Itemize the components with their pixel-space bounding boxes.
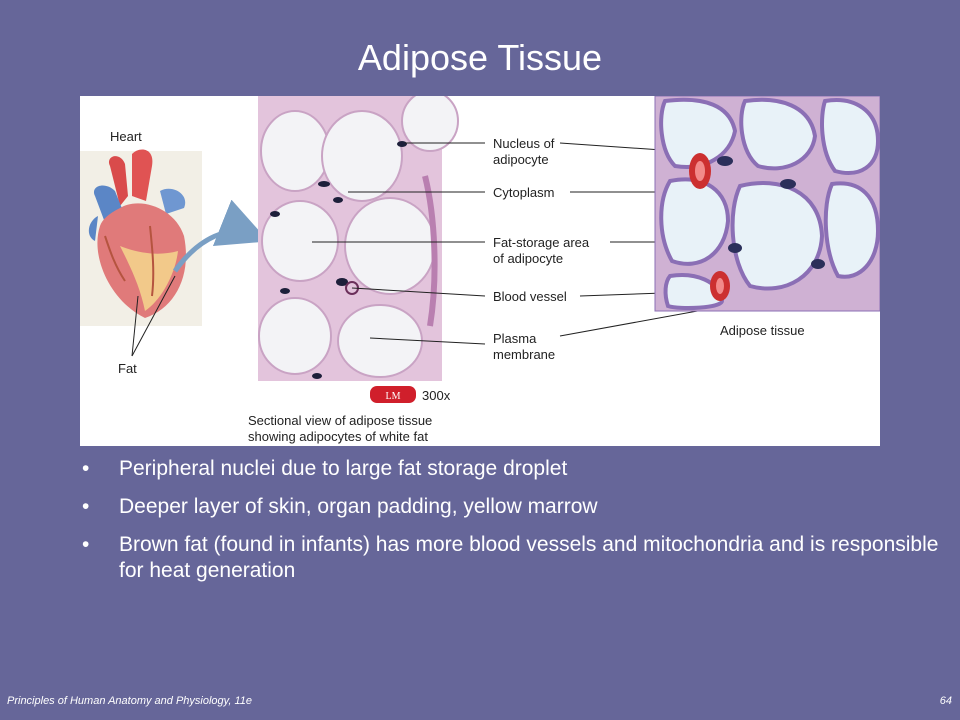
bullet-text: Brown fat (found in infants) has more bl… <box>119 533 939 582</box>
adipose-diagram <box>654 96 880 312</box>
bullet-item: • Peripheral nuclei due to large fat sto… <box>82 456 952 482</box>
slide-title: Adipose Tissue <box>357 37 603 78</box>
bullet-text: Deeper layer of skin, organ padding, yel… <box>119 495 598 518</box>
bullet-list: • Peripheral nuclei due to large fat sto… <box>82 456 952 596</box>
label-fat-storage: Fat-storage area of adipocyte <box>493 235 593 266</box>
lm-badge-text: LM <box>386 391 401 402</box>
footer-source: Principles of Human Anatomy and Physiolo… <box>7 695 252 707</box>
bullet-item: • Brown fat (found in infants) has more … <box>82 532 952 584</box>
label-nucleus: Nucleus of adipocyte <box>493 136 558 167</box>
bullet-marker: • <box>82 495 90 518</box>
heart-illustration <box>80 149 202 326</box>
bullet-text: Peripheral nuclei due to large fat stora… <box>119 457 568 480</box>
micrograph-caption: Sectional view of adipose tissue showing… <box>248 413 436 444</box>
bullet-marker: • <box>82 533 90 556</box>
magnification: 300x <box>422 388 451 403</box>
micrograph <box>258 96 459 381</box>
adipose-figure: Heart Fat <box>80 96 880 446</box>
lm-badge <box>370 386 416 403</box>
bullet-item: • Deeper layer of skin, organ padding, y… <box>82 494 952 520</box>
heart-label: Heart <box>110 129 142 144</box>
label-plasma-membrane: Plasma membrane <box>493 331 555 362</box>
page-number: 64 <box>939 695 952 707</box>
label-blood-vessel: Blood vessel <box>493 289 567 304</box>
zoom-arrow <box>172 199 269 273</box>
adipose-illustration: Heart Fat <box>80 96 880 444</box>
bullet-marker: • <box>82 457 90 480</box>
label-cytoplasm: Cytoplasm <box>493 185 554 200</box>
fat-label: Fat <box>118 361 137 376</box>
diagram-caption: Adipose tissue <box>720 323 805 338</box>
